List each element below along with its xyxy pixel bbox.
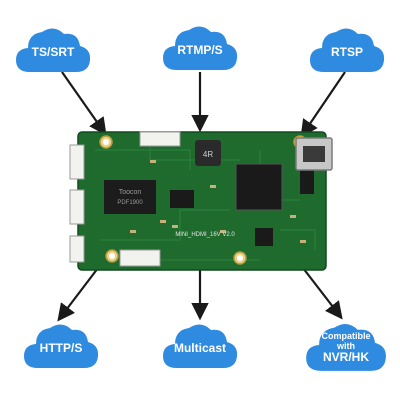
arrow-compatible	[302, 267, 343, 320]
arrow-rtsp	[300, 71, 346, 138]
cloud-label-line2: with	[337, 340, 355, 351]
inductor-label: 4R	[203, 150, 213, 159]
cloud-ts-srt: TS/SRT	[14, 22, 92, 74]
model-label: MINI_HDMI_16V V2.0	[175, 232, 235, 238]
small-chip	[300, 170, 314, 194]
cloud-rtmp: RTMP/S	[161, 20, 239, 72]
chip-left-text: Toocon	[119, 189, 142, 196]
chip-left-text2: PDF1900	[117, 200, 143, 206]
side-connector	[69, 144, 85, 180]
bottom-connector	[119, 249, 161, 267]
arrow-http	[57, 267, 99, 322]
cloud-rtsp: RTSP	[308, 22, 386, 74]
network-chip	[104, 180, 156, 214]
small-chip	[170, 190, 194, 208]
mount-hole	[103, 139, 109, 145]
cloud-icon	[163, 26, 238, 71]
mount-hole	[109, 253, 115, 259]
side-connector	[69, 189, 85, 225]
cloud-icon	[16, 28, 91, 73]
cloud-multicast: Multicast	[161, 318, 239, 370]
mount-hole	[237, 255, 243, 261]
cloud-label: Multicast	[173, 340, 226, 355]
cloud-http: HTTP/S	[22, 318, 100, 370]
top-connector	[139, 131, 181, 147]
cloud-compatible: Compatible with NVR/HK	[304, 316, 388, 374]
cloud-icon	[163, 324, 238, 368]
cloud-label: TS/SRT	[31, 44, 75, 59]
cloud-label-line1: Compatible	[321, 331, 371, 342]
small-chip	[255, 228, 273, 246]
cloud-label: RTMP/S	[177, 42, 223, 57]
cloud-label-line3: NVR/HK	[322, 350, 369, 365]
cloud-icon	[24, 324, 99, 368]
cloud-label: HTTP/S	[39, 340, 83, 355]
cloud-icon	[310, 28, 385, 73]
cloud-icon	[306, 323, 386, 371]
cloud-label: RTSP	[330, 44, 363, 59]
hdmi-port-inner	[303, 146, 325, 162]
arrow-ts-srt	[61, 71, 107, 136]
side-connector	[69, 235, 85, 263]
main-soc	[235, 163, 283, 211]
inductor	[195, 140, 221, 166]
pcb-board: 4R Toocon PDF1900 MINI_HDMI_16V V2.0	[69, 131, 333, 271]
